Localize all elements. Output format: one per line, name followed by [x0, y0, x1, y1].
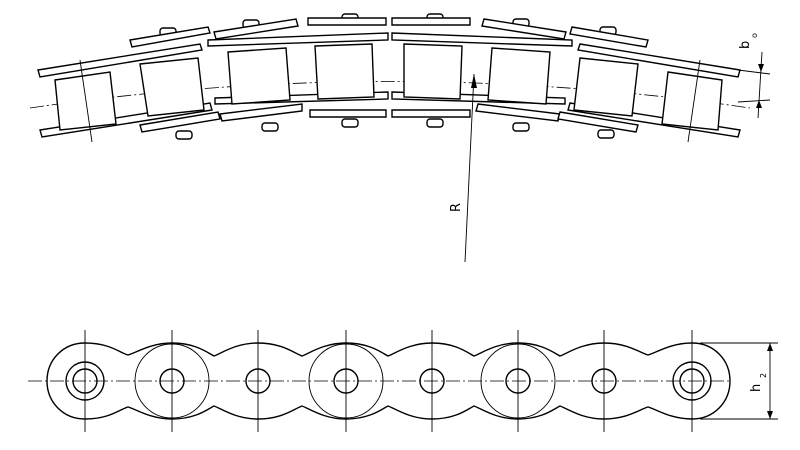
offset-dimension: b o [737, 33, 771, 119]
pin-heads-bottom [175, 118, 615, 140]
pin-centerlines [79, 59, 701, 143]
height-label-sub: 2 [759, 373, 768, 378]
height-label: h [749, 384, 764, 392]
rollers [54, 43, 723, 131]
pin-vertical-centerlines [84, 330, 693, 432]
radius-label: R [449, 203, 464, 212]
pitch-centerline [29, 81, 751, 109]
outer-plates-bottom [139, 103, 639, 133]
curved-chain-view: b o R [29, 13, 771, 263]
height-dimension: h 2 [700, 342, 778, 420]
offset-label: b [738, 41, 753, 49]
radius-dimension: R [449, 73, 477, 263]
offset-label-sub: o [750, 33, 759, 38]
straight-chain-view: h 2 [28, 330, 778, 432]
